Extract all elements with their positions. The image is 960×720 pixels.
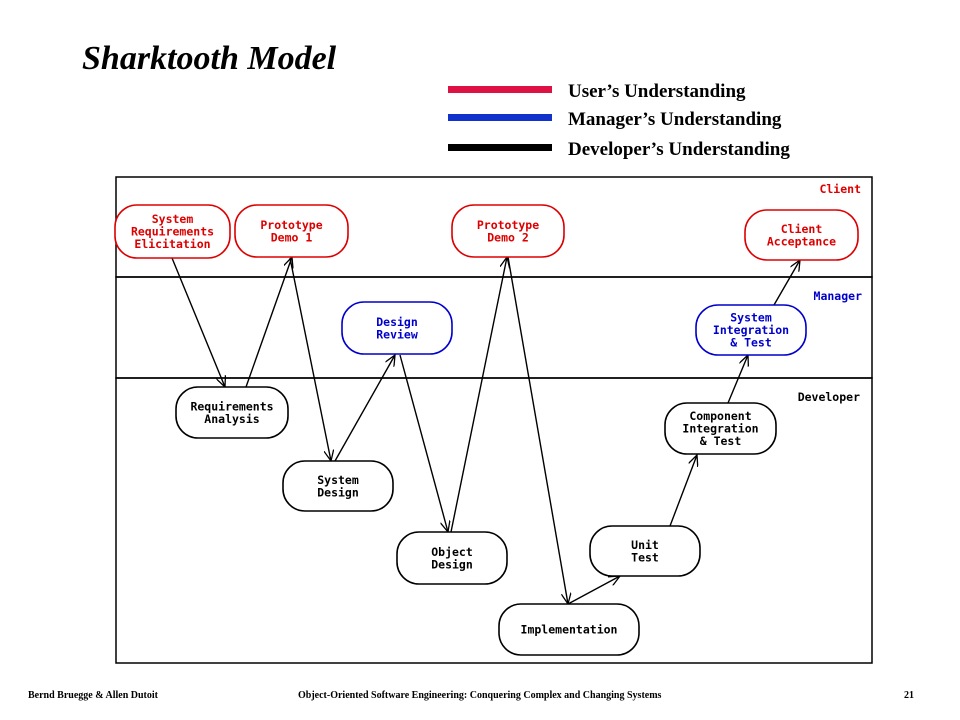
legend-label-user: User’s Understanding	[568, 81, 746, 102]
activity-node-shape	[451, 204, 565, 258]
legend-line-user	[448, 86, 552, 93]
activity-node-label: Object	[431, 545, 473, 559]
flow-arrow-sd-to-dr	[334, 355, 395, 462]
activity-node-shape	[282, 460, 394, 512]
activity-node-label: Prototype	[477, 218, 539, 232]
activity-node-label: Implementation	[521, 623, 618, 637]
activity-node-label: Demo 2	[487, 230, 529, 244]
activity-node-label: Test	[631, 550, 659, 564]
activity-node-shape	[744, 209, 859, 261]
activity-node-label: Component	[689, 409, 751, 423]
footer-page-number: 21	[904, 690, 914, 701]
activity-node-shape	[234, 204, 349, 258]
flow-arrow-dr-to-od	[399, 354, 448, 532]
flow-arrow-cit-to-sit	[727, 355, 748, 404]
activity-node-label: Review	[376, 327, 418, 341]
flow-arrow-pd1-to-sd	[289, 257, 331, 461]
legend-label-developer: Developer’s Understanding	[568, 139, 790, 160]
activity-node-label: Design	[376, 315, 418, 329]
activity-node-label: Integration	[713, 323, 789, 337]
swimlane-developer	[115, 377, 873, 664]
flow-arrow-od-to-pd2	[450, 257, 507, 533]
activity-node-label: Unit	[631, 538, 659, 552]
lane-label-client: Client	[819, 182, 861, 196]
legend-line-manager	[448, 114, 552, 121]
lane-label-manager: Manager	[814, 289, 863, 303]
activity-node-shape	[396, 531, 508, 585]
activity-node-label: Client	[781, 222, 823, 236]
activity-node-label: & Test	[700, 434, 742, 448]
activity-node-label: Acceptance	[767, 234, 836, 248]
activity-node-label: Design	[431, 557, 473, 571]
activity-node-label: Demo 1	[271, 230, 313, 244]
activity-node-label: Requirements	[131, 225, 214, 239]
edges-layer	[171, 256, 800, 605]
activity-node-label: Requirements	[190, 399, 273, 413]
activity-node-label: Prototype	[260, 218, 322, 232]
lane-label-developer: Developer	[798, 390, 860, 404]
activity-node-shape	[114, 204, 231, 259]
flow-arrow-sit-to-ca	[773, 260, 800, 306]
activity-node-shape	[695, 304, 807, 356]
activity-node-label: Design	[317, 485, 359, 499]
activity-node-label: System	[317, 473, 359, 487]
legend-label-manager: Manager’s Understanding	[568, 109, 782, 130]
activity-node-impl: Implementation	[498, 603, 640, 656]
activity-node-shape	[498, 603, 640, 656]
activity-node-label: Analysis	[204, 412, 259, 426]
flow-arrow-ut-to-cit	[669, 455, 697, 527]
activity-node-label: Elicitation	[134, 237, 210, 251]
activity-node-label: Integration	[682, 422, 758, 436]
flow-arrow-ra-to-pd1	[245, 257, 292, 388]
nodes-layer: SystemRequirementsElicitationPrototypeDe…	[114, 204, 859, 656]
activity-node-label: & Test	[730, 336, 772, 350]
footer-authors: Bernd Bruegge & Allen Dutoit	[28, 690, 158, 701]
footer-book-title: Object-Oriented Software Engineering: Co…	[298, 690, 662, 701]
activity-node-label: System	[730, 311, 772, 325]
flow-arrow-impl-to-ut	[567, 576, 620, 605]
activity-node-label: System	[152, 212, 194, 226]
activity-node-shape	[589, 525, 701, 577]
flow-arrow-pd2-to-impl	[507, 256, 568, 604]
activity-node-shape	[664, 402, 777, 455]
activity-node-shape	[175, 386, 289, 439]
flow-arrow-sre-to-ra	[171, 257, 225, 387]
legend-line-developer	[448, 144, 552, 151]
activity-node-shape	[341, 301, 453, 355]
slide-title: Sharktooth Model	[82, 40, 337, 77]
